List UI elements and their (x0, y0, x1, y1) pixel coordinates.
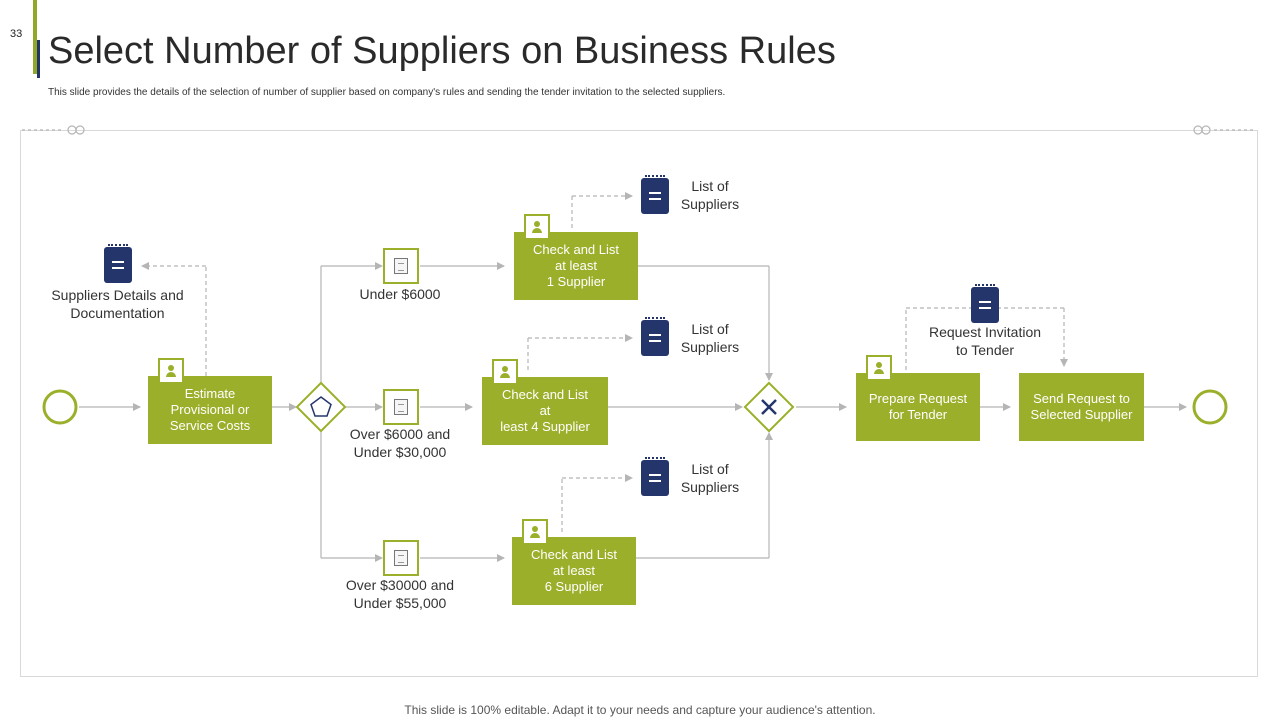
check-task-2-label: Check and List at least 4 Supplier (500, 387, 590, 434)
condition-label-3: Over $30000 and Under $55,000 (345, 577, 455, 611)
estimate-costs-task[interactable]: Estimate Provisional or Service Costs (148, 376, 272, 444)
page-subtitle: This slide provides the details of the s… (48, 87, 726, 98)
estimate-costs-label: Estimate Provisional or Service Costs (169, 386, 251, 433)
send-request-task[interactable]: Send Request to Selected Supplier (1019, 373, 1144, 441)
document-icon (641, 175, 669, 214)
person-icon (524, 214, 550, 240)
condition-page-icon (383, 540, 419, 576)
slide-number: 33 (10, 28, 23, 40)
list-of-suppliers-label-3: List of Suppliers (680, 461, 740, 495)
list-of-suppliers-label-1: List of Suppliers (680, 178, 740, 212)
prepare-request-task[interactable]: Prepare Request for Tender (856, 373, 980, 441)
title-accent-bar-navy (37, 40, 40, 78)
document-icon (104, 244, 132, 283)
person-icon (158, 358, 184, 384)
list-of-suppliers-label-2: List of Suppliers (680, 321, 740, 355)
document-icon (641, 317, 669, 356)
check-task-3-label: Check and List at least 6 Supplier (531, 547, 617, 594)
check-task-3[interactable]: Check and List at least 6 Supplier (512, 537, 636, 605)
prepare-request-label: Prepare Request for Tender (868, 391, 968, 422)
title-accent-bar (33, 0, 37, 74)
page-title: Select Number of Suppliers on Business R… (48, 30, 836, 72)
gateway-x-icon (743, 381, 795, 433)
condition-page-icon (383, 248, 419, 284)
check-task-1-label: Check and List at least 1 Supplier (533, 242, 619, 289)
condition-page-icon (383, 389, 419, 425)
end-event-icon (1192, 389, 1228, 425)
start-event-icon (42, 389, 78, 425)
document-icon (971, 284, 999, 323)
footer-note: This slide is 100% editable. Adapt it to… (404, 703, 876, 717)
request-invitation-label: Request Invitation to Tender (910, 323, 1060, 359)
send-request-label: Send Request to Selected Supplier (1030, 391, 1133, 422)
person-icon (492, 359, 518, 385)
condition-label-2: Over $6000 and Under $30,000 (349, 426, 451, 460)
person-icon (866, 355, 892, 381)
diagram-frame (20, 130, 1258, 677)
suppliers-details-label: Suppliers Details and Documentation (51, 287, 184, 321)
gateway-pentagon-icon (295, 381, 347, 433)
document-icon (641, 457, 669, 496)
person-icon (522, 519, 548, 545)
check-task-2[interactable]: Check and List at least 4 Supplier (482, 377, 608, 445)
check-task-1[interactable]: Check and List at least 1 Supplier (514, 232, 638, 300)
condition-label-1: Under $6000 (359, 286, 441, 302)
